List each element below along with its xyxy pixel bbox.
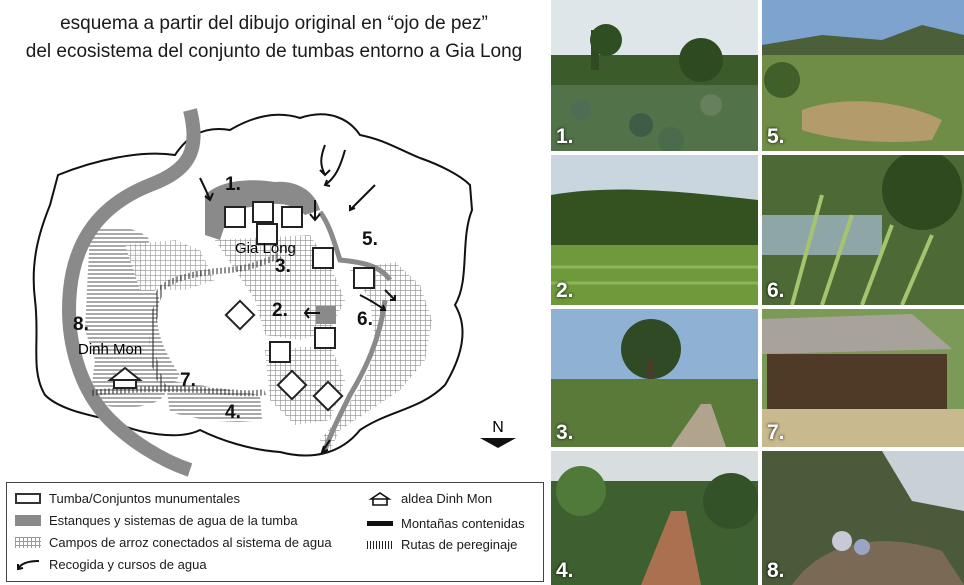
site-number-6: 6. xyxy=(357,309,373,330)
label-gia-long: Gia Long xyxy=(235,240,296,257)
legend-item-rice: Campos de arroz conectados al sistema de… xyxy=(15,535,332,550)
legend-label-rice: Campos de arroz conectados al sistema de… xyxy=(49,535,332,550)
photo-label-4: 4. xyxy=(556,559,574,582)
photo-1-lotus-pond: 1. xyxy=(551,0,758,151)
photo-8-garbage-ravine: 8. xyxy=(762,451,964,585)
water-arrow-icon xyxy=(17,559,40,570)
tomb-group xyxy=(224,201,375,412)
tomb-diamond xyxy=(312,380,344,412)
legend-item-water: Recogida y cursos de agua xyxy=(15,557,207,572)
tomb-swatch xyxy=(15,493,41,504)
legend-item-routes: Rutas de pereginaje xyxy=(367,537,517,552)
title-line-1: esquema a partir del dibujo original en … xyxy=(60,13,488,34)
water-channel xyxy=(317,210,393,451)
tomb-square xyxy=(252,201,274,223)
tomb-square xyxy=(256,223,278,245)
diagram-title: esquema a partir del dibujo original en … xyxy=(0,10,548,66)
tomb-square xyxy=(353,267,375,289)
rice-swatch xyxy=(15,537,41,548)
photo-2-rice-field: 2. xyxy=(551,155,758,305)
site-number-8: 8. xyxy=(73,314,89,335)
legend-label-mountains: Montañas contenidas xyxy=(401,516,525,531)
legend-item-village: aldea Dinh Mon xyxy=(367,491,492,506)
photo-label-3: 3. xyxy=(556,421,574,444)
site-number-3: 3. xyxy=(275,256,291,277)
water-flow-arrows xyxy=(199,144,396,454)
north-arrow-icon xyxy=(480,438,516,448)
photo-label-8: 8. xyxy=(767,559,785,582)
legend-item-tomb: Tumba/Conjuntos munumentales xyxy=(15,491,240,506)
legend-label-ponds: Estanques y sistemas de agua de la tumba xyxy=(49,513,298,528)
title-line-2: del ecosistema del conjunto de tumbas en… xyxy=(25,41,523,62)
tomb-square xyxy=(224,206,246,228)
photo-4-dirt-path: 4. xyxy=(551,451,758,585)
photo-3-pine-path: 3. xyxy=(551,309,758,447)
routes-swatch xyxy=(367,540,393,549)
legend-item-mountains: Montañas contenidas xyxy=(367,516,525,531)
pilgrimage-route-north xyxy=(157,252,282,293)
tomb-pond xyxy=(205,180,320,240)
pilgrimage-route-south xyxy=(89,386,266,397)
site-number-2: 2. xyxy=(272,300,288,321)
pilgrimage-route-west xyxy=(149,289,168,392)
tomb-square xyxy=(269,341,291,363)
site-number-1: 1. xyxy=(225,174,241,195)
site-number-5: 5. xyxy=(362,229,378,250)
photo-label-6: 6. xyxy=(767,279,785,302)
map-legend: Tumba/Conjuntos munumentales Estanques y… xyxy=(6,482,544,582)
photo-6-reeds: 6. xyxy=(762,155,964,305)
tomb-diamond xyxy=(276,369,308,401)
legend-label-tomb: Tumba/Conjuntos munumentales xyxy=(49,491,241,506)
mountains-swatch xyxy=(367,521,393,526)
photo-5-pond-hills: 5. xyxy=(762,0,964,151)
site-number-4: 4. xyxy=(225,402,241,423)
rice-fields-east xyxy=(320,262,432,450)
legend-label-routes: Rutas de pereginaje xyxy=(401,537,518,552)
village-icon xyxy=(107,366,143,389)
north-label: N xyxy=(492,419,504,436)
photo-label-7: 7. xyxy=(767,421,785,444)
photo-7-wooden-house: 7. xyxy=(762,309,964,447)
tomb-square xyxy=(312,247,334,269)
label-dinh-mon: Dinh Mon xyxy=(78,341,142,358)
ecosystem-map: N Gia Long Dinh Mon 1. 2. 3. 4. 5. 6. 7.… xyxy=(32,108,516,477)
legend-label-water: Recogida y cursos de agua xyxy=(49,557,207,572)
tomb-square xyxy=(281,206,303,228)
ponds-swatch xyxy=(15,515,41,526)
legend-item-ponds: Estanques y sistemas de agua de la tumba xyxy=(15,513,298,528)
photo-label-5: 5. xyxy=(767,125,785,148)
river xyxy=(62,108,201,477)
site-number-7: 7. xyxy=(180,370,196,391)
village-icon xyxy=(368,491,392,506)
pond-central xyxy=(316,306,336,324)
tomb-square xyxy=(314,327,336,349)
legend-label-village: aldea Dinh Mon xyxy=(401,491,493,506)
site-numbers: 1. 2. 3. 4. 5. 6. 7. 8. xyxy=(73,174,378,423)
tomb-diamond xyxy=(224,299,256,331)
photo-label-2: 2. xyxy=(556,279,574,302)
photo-label-1: 1. xyxy=(556,125,574,148)
